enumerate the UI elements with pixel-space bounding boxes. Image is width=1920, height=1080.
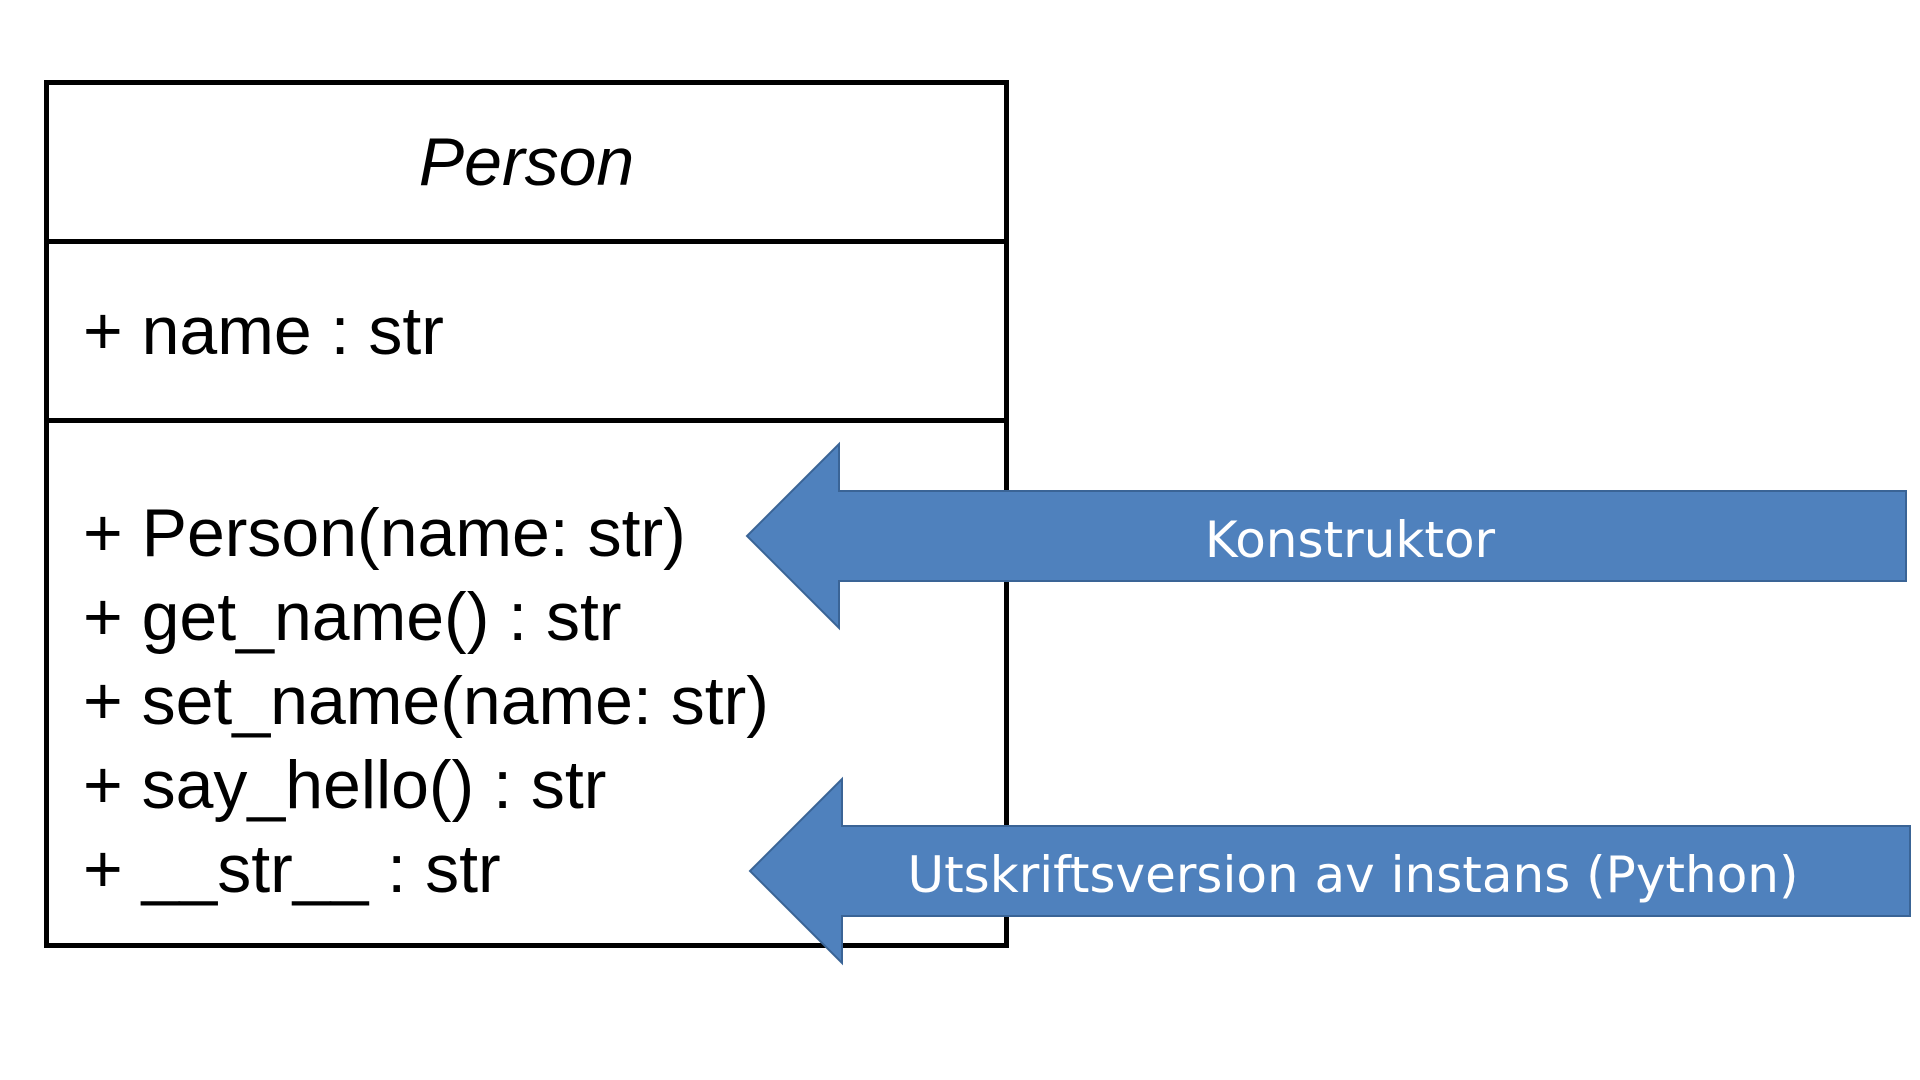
operation-get-name: + get_name() : str	[83, 579, 622, 655]
class-name: Person	[49, 85, 1004, 244]
constructor-label: Konstruktor	[1205, 511, 1496, 569]
attribute-name: + name : str	[83, 293, 444, 369]
str-callout: Utskriftsversion av instans (Python)	[748, 776, 1911, 966]
constructor-arrow	[745, 441, 1907, 631]
operation-constructor: + Person(name: str)	[83, 495, 686, 571]
operation-set-name: + set_name(name: str)	[83, 663, 769, 739]
str-arrow	[748, 776, 1911, 966]
operation-str: + __str__ : str	[83, 831, 501, 907]
attributes-compartment: + name : str	[49, 244, 1004, 423]
operations-compartment: + Person(name: str) + get_name() : str +…	[49, 423, 1004, 911]
operation-say-hello: + say_hello() : str	[83, 747, 607, 823]
str-label: Utskriftsversion av instans (Python)	[907, 846, 1798, 904]
constructor-callout: Konstruktor	[745, 441, 1907, 631]
